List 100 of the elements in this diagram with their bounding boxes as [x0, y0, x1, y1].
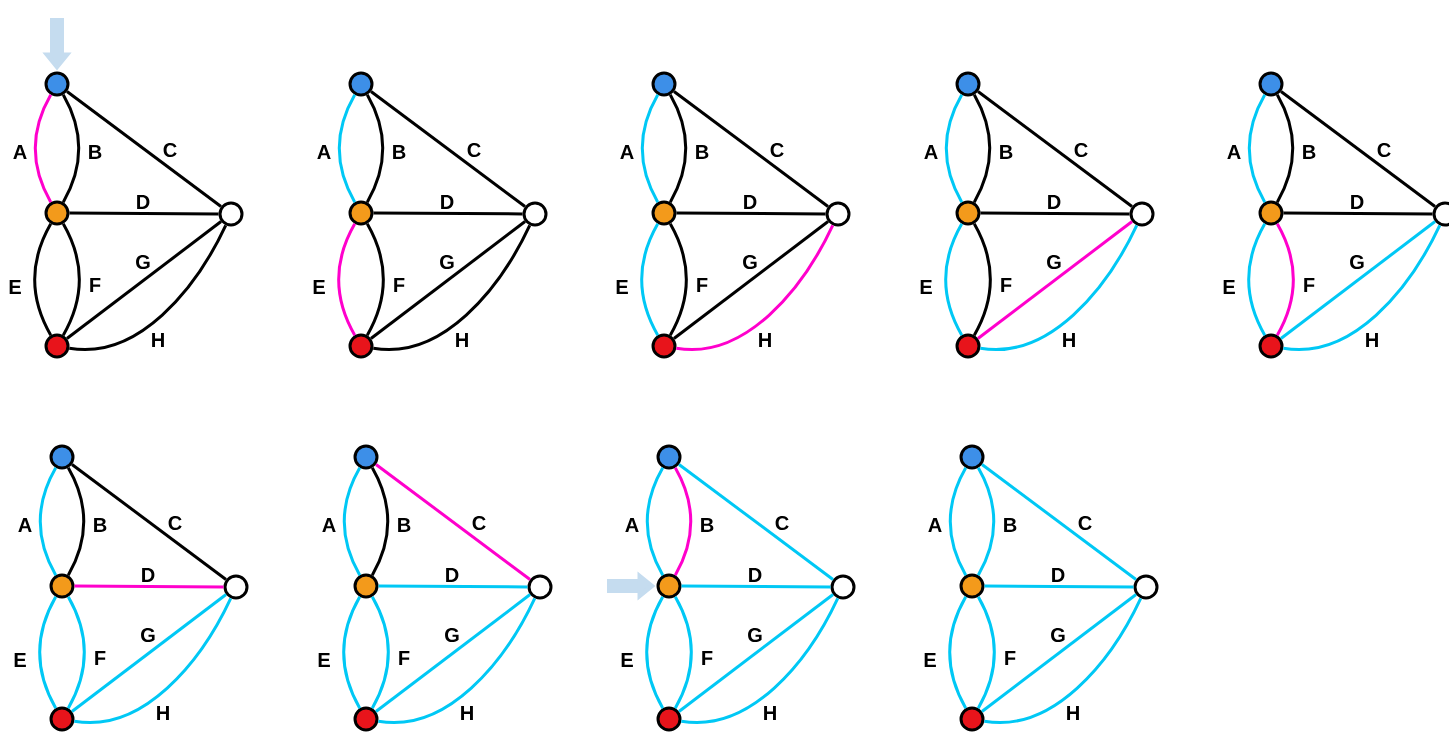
graph-vertex — [651, 71, 677, 97]
edge-label: B — [89, 145, 102, 159]
graph-edge — [668, 223, 689, 336]
graph-vertex — [522, 201, 548, 227]
graph-vertex — [959, 573, 985, 599]
graph-edge — [640, 94, 660, 203]
graph-edge — [976, 596, 997, 709]
edge-label: E — [1223, 280, 1235, 294]
edge-label: D — [446, 568, 459, 582]
edge-label: G — [748, 627, 762, 643]
edge-label: H — [764, 706, 776, 720]
graph-edge — [375, 593, 531, 713]
graph-vertex — [959, 444, 985, 470]
graph-vertex — [223, 574, 249, 600]
graph-edge — [981, 463, 1137, 581]
graph-edge — [645, 596, 665, 709]
edge-label: C — [770, 142, 784, 158]
edge-label: E — [924, 653, 936, 667]
edge-label: C — [163, 142, 177, 158]
graph-edge — [977, 90, 1133, 208]
edge-label: F — [1005, 651, 1016, 665]
graph-vertex — [651, 333, 677, 359]
edge-label: F — [697, 278, 708, 292]
graph-edge — [980, 224, 1139, 351]
edge-label: B — [1303, 145, 1316, 159]
graph-edge — [1280, 90, 1436, 208]
graph-edge — [980, 211, 1130, 216]
graph-edge — [61, 94, 81, 203]
edge-label: B — [94, 518, 107, 532]
graph-edge — [365, 223, 386, 336]
graph-edge — [370, 467, 390, 576]
graph-vertex — [830, 574, 856, 600]
graph-vertex — [955, 71, 981, 97]
graph-vertex — [1258, 333, 1284, 359]
edge-label: D — [1351, 195, 1364, 209]
graph-vertex — [44, 71, 70, 97]
edge-label: F — [1001, 278, 1012, 292]
graph-edge — [673, 596, 694, 709]
edge-label: G — [1047, 254, 1061, 270]
graph-edge — [69, 211, 219, 216]
graph-vertex — [959, 706, 985, 732]
graph-edge — [370, 596, 391, 709]
edge-label: A — [18, 518, 32, 532]
graph-vertex — [49, 444, 75, 470]
graph-edge — [66, 220, 222, 340]
graph-edge — [1247, 94, 1267, 203]
graph-edge — [676, 224, 835, 351]
graph-edge — [342, 467, 362, 576]
graph-edge — [71, 463, 227, 581]
edge-label: D — [1052, 568, 1065, 582]
graph-edge — [972, 223, 993, 336]
edge-label: F — [95, 651, 106, 665]
edge-label: A — [1227, 145, 1241, 159]
graph-edge — [1283, 224, 1442, 351]
edge-label: H — [456, 333, 468, 347]
edge-label: A — [625, 518, 639, 532]
graph-edge — [948, 596, 968, 709]
edge-label: B — [701, 518, 714, 532]
graph-edge — [74, 597, 233, 724]
edge-label: C — [168, 515, 182, 531]
graph-edge — [981, 593, 1137, 713]
graph-vertex — [44, 200, 70, 226]
graph-edge — [984, 584, 1134, 589]
graph-edge — [337, 94, 357, 203]
edge-label: A — [924, 145, 938, 159]
edge-label: G — [440, 254, 454, 270]
graph-edge — [370, 90, 526, 208]
edge-label: B — [398, 518, 411, 532]
edge-label: D — [137, 195, 150, 209]
edge-label: B — [1004, 518, 1017, 532]
edge-label: B — [696, 145, 709, 159]
graph-edge — [38, 467, 58, 576]
graph-vertex — [955, 200, 981, 226]
edge-label: E — [313, 280, 325, 294]
edge-label: F — [394, 278, 405, 292]
edge-label: G — [1051, 627, 1065, 643]
edge-label: B — [393, 145, 406, 159]
edge-label: E — [318, 653, 330, 667]
graph-edge — [972, 94, 992, 203]
graph-vertex — [218, 201, 244, 227]
edge-label: A — [317, 145, 331, 159]
graph-edge — [673, 90, 829, 208]
graph-edge — [944, 94, 964, 203]
graph-vertex — [44, 333, 70, 359]
graph-vertex — [1258, 200, 1284, 226]
graph-edge — [1275, 223, 1296, 336]
graph-edge — [32, 223, 53, 336]
graph-vertex — [1129, 201, 1155, 227]
graph-edge — [673, 467, 693, 576]
edge-label: H — [152, 333, 164, 347]
graph-edge — [668, 94, 688, 203]
graph-edge — [342, 596, 362, 709]
graph-edge — [378, 597, 537, 724]
edge-label: G — [1350, 254, 1364, 270]
graph-edge — [69, 224, 228, 351]
graph-edge — [645, 467, 665, 576]
edge-label: C — [472, 515, 486, 531]
edge-label: C — [467, 142, 481, 158]
graph-vertex — [49, 706, 75, 732]
edge-label: A — [322, 518, 336, 532]
